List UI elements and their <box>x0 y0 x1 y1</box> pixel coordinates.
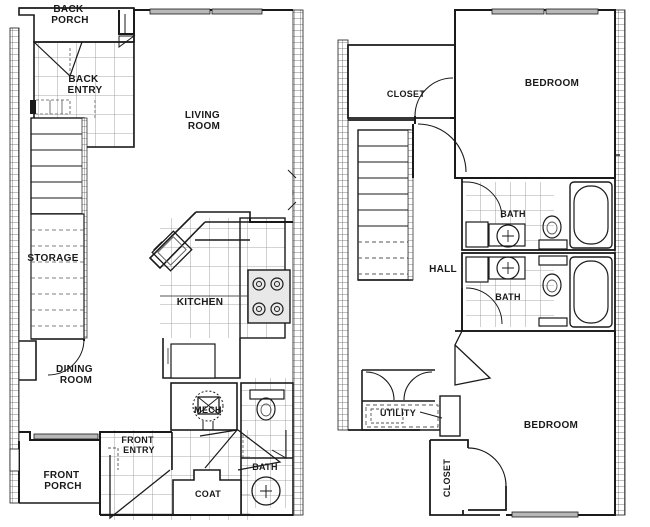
label-back-entry: BACK ENTRY <box>67 74 102 96</box>
label-coat: COAT <box>195 489 221 499</box>
front-entry-doors <box>108 429 282 520</box>
bath-bot-toilet <box>538 255 568 327</box>
kitchen-counters <box>160 217 291 339</box>
utility-door-swing-left <box>365 371 395 401</box>
window-bedroom-bottom <box>511 511 579 518</box>
closet-top-door-swing <box>414 77 454 117</box>
bath-top-door-swing <box>465 181 503 219</box>
kitchen-counter-angled <box>148 211 251 272</box>
utility-room <box>361 369 461 437</box>
bath-bot-sink <box>465 256 526 283</box>
label-closet-bottom: CLOSET <box>442 459 452 498</box>
bedroom-bottom-door-swing <box>454 330 492 386</box>
label-dining-room: DINING ROOM <box>56 364 96 386</box>
label-bedroom-bottom: BEDROOM <box>524 420 578 431</box>
utility-door-swing-right <box>403 371 433 401</box>
second-floor-plan <box>337 8 626 518</box>
first-floor-top-wall <box>118 8 293 48</box>
bath-bot-tub <box>569 256 613 328</box>
hall-door-swing <box>417 123 467 173</box>
bath-bot-door-swing <box>465 287 503 325</box>
label-bath-top: BATH <box>500 209 526 219</box>
label-storage: STORAGE <box>27 253 78 264</box>
window-living-room-a <box>149 8 211 15</box>
storage-door <box>19 338 85 381</box>
first-floor-exterior-walls <box>9 9 304 516</box>
window-bedroom-top-b <box>545 8 599 15</box>
label-back-porch: BACK PORCH <box>51 4 89 26</box>
label-mech: MECH <box>194 405 222 415</box>
label-living-room: LIVING ROOM <box>185 110 223 132</box>
utility-washer-dryer <box>365 404 439 428</box>
second-floor-staircase <box>357 123 467 281</box>
second-floor-closet-top <box>347 44 456 124</box>
label-bath-first: BATH <box>252 462 278 472</box>
label-hall: HALL <box>429 264 457 275</box>
second-floor-room-labels: CLOSET BEDROOM BATH HALL BATH UTILITY BE… <box>380 78 579 497</box>
first-floor-sink <box>251 476 281 506</box>
closet-bottom-door-swing <box>467 447 507 487</box>
window-bedroom-top-a <box>491 8 545 15</box>
label-bath-bottom: BATH <box>495 292 521 302</box>
first-floor-lower-walls <box>9 431 293 516</box>
bath-top-sink <box>488 223 526 248</box>
mech-unit <box>192 390 224 431</box>
label-front-porch: FRONT PORCH <box>43 470 82 492</box>
first-floor-plan <box>9 7 304 520</box>
first-floor-toilet <box>256 397 276 421</box>
label-kitchen: KITCHEN <box>177 297 224 308</box>
first-floor-tile-floors <box>34 42 293 520</box>
kitchen-sink <box>151 230 193 272</box>
window-living-room-b <box>211 8 263 15</box>
mech-room <box>170 382 238 431</box>
label-closet-top: CLOSET <box>387 89 426 99</box>
bath-top-tub <box>569 181 613 249</box>
kitchen-pantry-nook <box>162 338 241 379</box>
kitchen-range <box>247 269 291 324</box>
label-front-entry: FRONT ENTRY <box>121 435 156 455</box>
first-floor-staircase <box>30 117 88 340</box>
front-door-swing <box>109 455 171 520</box>
bath-top-toilet <box>538 215 568 250</box>
label-utility: UTILITY <box>380 408 416 418</box>
second-floor-closet-bottom <box>429 439 507 516</box>
second-floor-bath-top <box>461 177 616 251</box>
label-bedroom-top: BEDROOM <box>525 78 579 89</box>
second-floor-bedroom-bottom <box>462 330 616 518</box>
second-floor-bath-bottom <box>461 252 616 332</box>
window-dining <box>33 433 99 440</box>
first-floor-room-labels: BACK PORCH BACK ENTRY LIVING ROOM STORAG… <box>27 4 277 499</box>
